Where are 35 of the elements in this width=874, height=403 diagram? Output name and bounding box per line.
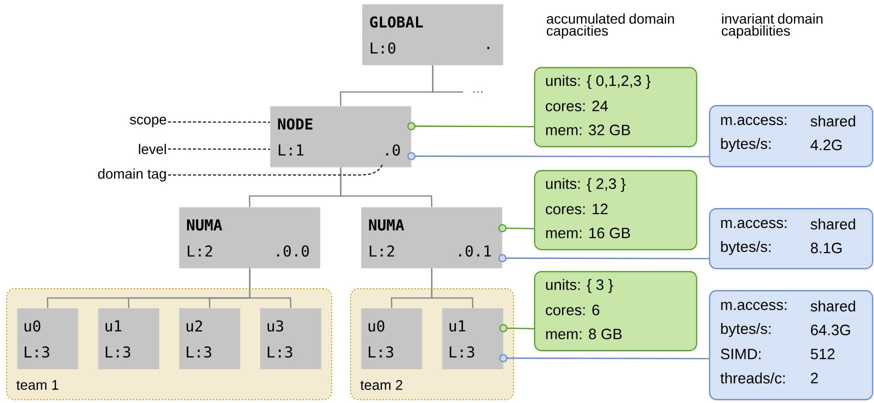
tree-connector bbox=[431, 268, 474, 308]
unit-box: u0 L:3 bbox=[361, 308, 422, 370]
leader-line bbox=[168, 164, 383, 176]
tree-connector bbox=[340, 167, 432, 207]
capability-box: m.access: shared bytes/s: 4.2G bbox=[709, 105, 874, 168]
column-header: accumulated domain capacities bbox=[546, 13, 674, 39]
capability-box: m.access: shared bytes/s: 64.3G SIMD: 512 threads/c: 2 bbox=[709, 290, 874, 400]
unit-box: u2 L:3 bbox=[179, 308, 240, 370]
domain-box: GLOBAL L:0 . bbox=[362, 4, 504, 66]
capacity-box: units: { 0,1,2,3 } cores: 24 mem: 32 GB bbox=[534, 67, 698, 148]
connector bbox=[407, 152, 709, 160]
capability-box: m.access: shared bytes/s: 8.1G bbox=[709, 208, 874, 270]
tree-connector bbox=[249, 268, 292, 308]
unit-box: u1 L:3 bbox=[98, 308, 160, 370]
column-header: invariant domain capabilities bbox=[722, 13, 822, 39]
connector bbox=[407, 122, 534, 130]
connector bbox=[498, 224, 534, 232]
leader-line bbox=[168, 122, 270, 123]
capacity-box: units: { 2,3 } cores: 12 mem: 16 GB bbox=[534, 170, 698, 250]
annotation-label: scope bbox=[130, 116, 166, 128]
tree-connector bbox=[432, 65, 463, 93]
connector bbox=[498, 254, 709, 262]
unit-box: u3 L:3 bbox=[260, 308, 322, 370]
annotation-label: level bbox=[138, 144, 166, 154]
ellipsis: ... bbox=[473, 91, 483, 93]
annotation-label: domain tag bbox=[98, 168, 166, 182]
capacity-box: units: { 3 } cores: 6 mem: 8 GB bbox=[534, 271, 698, 352]
domain-box: NODE L:1 .0 bbox=[270, 106, 412, 168]
connector bbox=[499, 324, 534, 332]
leader-line bbox=[168, 148, 270, 150]
unit-box: u1 L:3 bbox=[442, 308, 504, 370]
unit-box: u0 L:3 bbox=[17, 308, 78, 370]
connector bbox=[499, 354, 709, 362]
domain-box: NUMA L:2 .0.1 bbox=[361, 207, 502, 268]
domain-box: NUMA L:2 .0.0 bbox=[179, 207, 320, 268]
